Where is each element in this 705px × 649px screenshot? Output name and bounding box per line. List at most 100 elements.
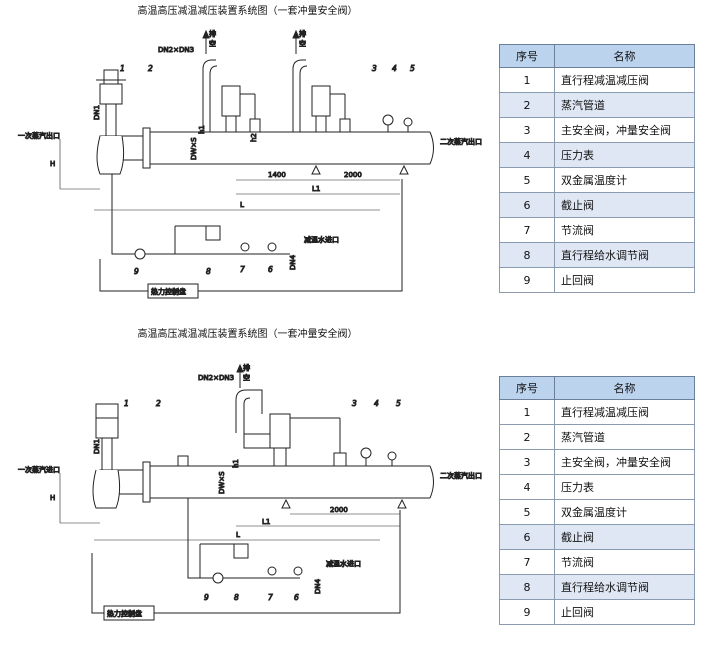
exhaust-label: 空 [299,39,306,48]
row-number: 7 [499,549,555,575]
dn4-label: DN4 [289,254,297,270]
dn4-label: DN4 [314,578,322,594]
callout-5: 5 [396,399,401,408]
outlet-label: 二次蒸汽出口 [440,471,482,480]
dim-l: L [240,201,244,209]
diagram-title: 高温高压减温减压装置系统图（一套冲量安全阀） [137,329,358,340]
row-name: 蒸汽管道 [554,92,695,118]
water-inlet-label: 减温水进口 [304,235,339,244]
control-panel-label: 热力控制盘 [151,287,186,296]
row-name: 止回阀 [554,267,695,293]
row-name: 直行程减温减压阀 [554,67,695,93]
dimension-lines [59,473,400,541]
exhaust-label: 排 [243,363,250,372]
callout-7: 7 [240,265,245,274]
callout-1: 1 [124,399,129,408]
h1-label: h1 [198,125,206,134]
callout-9: 9 [134,267,139,276]
row-number: 1 [499,67,555,93]
row-number: 3 [499,449,555,475]
callout-8: 8 [206,267,211,276]
system-diagram: 一次蒸汽出口 二次蒸汽出口 排 空 排 空 DN2×DN3 DN1 H h1 h… [0,14,495,304]
pressure-gauge [382,114,394,132]
callout-5: 5 [410,64,415,73]
row-number: 9 [499,599,555,625]
callout-2: 2 [148,64,153,73]
row-number: 5 [499,499,555,525]
safety-valve-a [202,59,261,133]
row-number: 6 [499,192,555,218]
h-label: H [50,160,55,168]
row-number: 1 [499,399,555,425]
row-number: 6 [499,524,555,550]
exhaust-arrows [202,29,300,54]
callout-6: 6 [294,593,299,602]
callout-4: 4 [392,64,397,73]
callout-7: 7 [268,593,273,602]
dim-1400: 1400 [268,171,286,179]
exhaust-label: 空 [243,373,250,382]
row-name: 双金属温度计 [554,167,695,193]
row-name: 主安全阀，冲量安全阀 [554,449,695,475]
dwxs-label: DW×S [218,471,226,494]
row-number: 7 [499,217,555,243]
inlet-label: 一次蒸汽进口 [18,465,60,474]
reducing-valve-1 [96,69,126,175]
control-panel-label: 热力控制盘 [107,609,142,618]
row-name: 直行程给水调节阀 [554,574,695,600]
dim-l1: L1 [262,518,270,526]
reducing-valve-1 [92,403,121,509]
exhaust-label: 排 [299,29,306,38]
row-number: 2 [499,92,555,118]
row-name: 截止阀 [554,192,695,218]
row-number: 4 [499,142,555,168]
dim-l1: L1 [312,185,320,193]
dimension-lines [59,139,400,211]
exhaust-arrows [236,363,244,388]
thermometer [403,117,413,132]
dn-label: DN2×DN3 [158,46,194,54]
row-number: 5 [499,167,555,193]
callout-6: 6 [268,265,273,274]
diagram-title: 高温高压减温减压装置系统图（一套冲量安全阀） [137,6,358,17]
callout-1: 1 [120,64,125,73]
water-line [187,498,303,584]
callout-3: 3 [372,64,377,73]
row-number: 8 [499,242,555,268]
row-name: 双金属温度计 [554,499,695,525]
row-number: 2 [499,424,555,450]
steam-pipe [99,461,434,503]
water-line [111,174,290,260]
row-name: 蒸汽管道 [554,424,695,450]
row-number: 3 [499,117,555,143]
h2-label: h2 [250,133,258,142]
row-name: 止回阀 [554,599,695,625]
row-name: 压力表 [554,142,695,168]
row-number: 4 [499,474,555,500]
pressure-gauge [360,447,372,466]
legend-header-name: 名称 [554,44,695,68]
safety-valve-b [292,59,351,133]
dim-l: L [236,531,240,539]
steam-pipe [99,127,434,169]
dwxs-label: DW×S [190,137,198,160]
dim-2000: 2000 [344,171,362,179]
exhaust-label: 排 [209,29,216,38]
callout-4: 4 [374,399,379,408]
